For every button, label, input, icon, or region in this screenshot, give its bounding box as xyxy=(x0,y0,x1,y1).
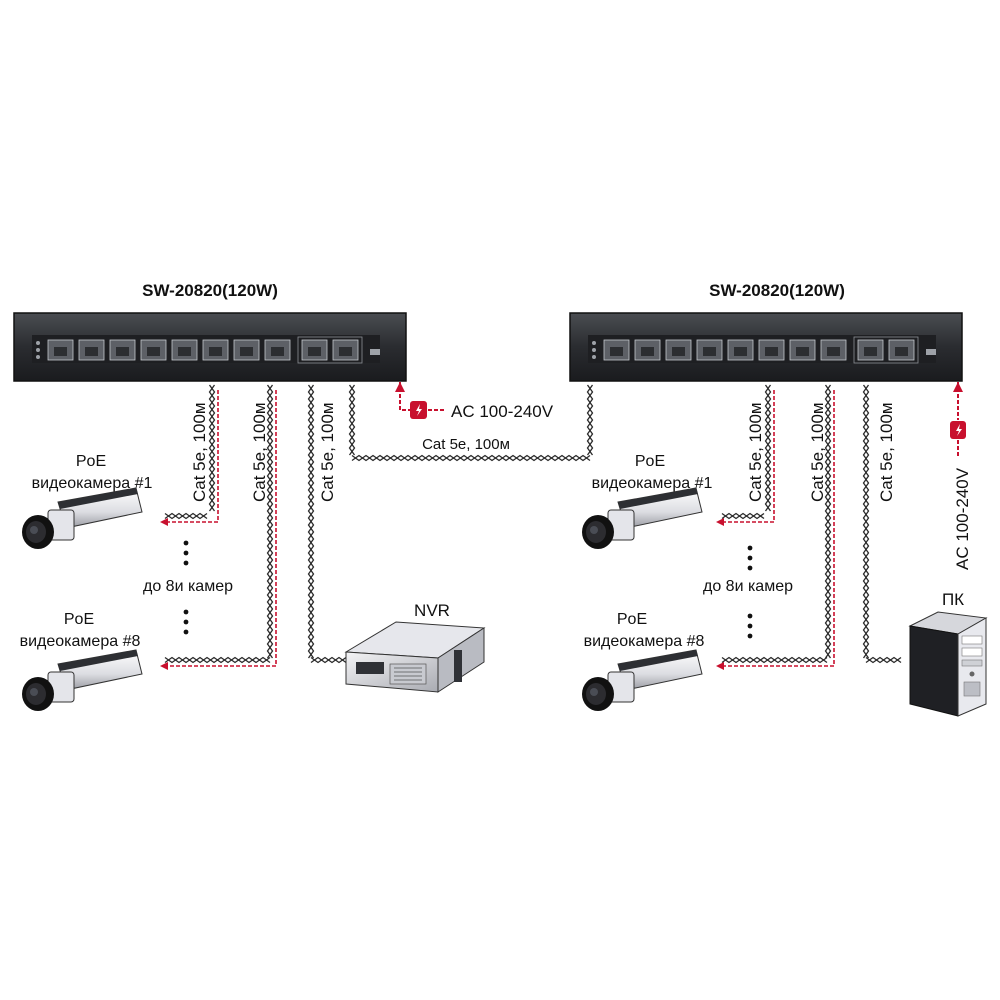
right-cable-pc xyxy=(862,384,870,659)
right-cable-cam1-horizontal xyxy=(721,512,765,520)
right-cable-cam8 xyxy=(824,384,832,659)
right-cable-pc-label: Cat 5e, 100м xyxy=(877,402,896,502)
left-cable-cam1 xyxy=(208,384,216,512)
nvr-rack-icon xyxy=(344,621,486,693)
left-cable-nvr-label: Cat 5e, 100м xyxy=(318,402,337,502)
left-camera1-cctv-camera-icon xyxy=(21,487,143,550)
left-ellipsis-dots xyxy=(183,540,189,635)
right-ellipsis-dots xyxy=(747,545,753,639)
left-cable-cam8 xyxy=(266,384,274,659)
right-camera8-label-line2: видеокамера #8 xyxy=(584,633,705,650)
right-cable-cam8-label: Cat 5e, 100м xyxy=(808,402,827,502)
right-cable-cam1-label: Cat 5e, 100м xyxy=(746,402,765,502)
left-up-to-label: до 8и камер xyxy=(143,578,233,595)
left-camera8-cctv-camera-icon xyxy=(21,649,143,712)
left-poe-arrow-cam8 xyxy=(160,662,168,670)
uplink-right-vertical xyxy=(586,384,594,456)
left-cable-cam8-horizontal xyxy=(164,656,271,664)
nvr-label: NVR xyxy=(414,601,450,620)
left-cable-cam8-label: Cat 5e, 100м xyxy=(250,402,269,502)
pc-tower-icon xyxy=(908,611,988,717)
right-power-arrow xyxy=(953,382,963,456)
left-switch-icon xyxy=(13,312,407,382)
right-poe-line-cam8 xyxy=(722,390,835,667)
left-power-arrow xyxy=(395,382,444,411)
right-power-plug-icon xyxy=(950,421,966,439)
right-poe-line-cam1 xyxy=(722,390,775,523)
right-poe-arrow-cam1 xyxy=(716,518,724,526)
left-switch-title: SW-20820(120W) xyxy=(142,281,278,300)
right-poe-arrow-cam8 xyxy=(716,662,724,670)
uplink-label: Cat 5e, 100м xyxy=(422,436,510,453)
right-switch-title: SW-20820(120W) xyxy=(709,281,845,300)
right-camera1-label-line1: PoE xyxy=(635,453,665,470)
right-camera8-cctv-camera-icon xyxy=(581,649,703,712)
right-power-label: AC 100-240V xyxy=(953,467,972,570)
left-power-plug-icon xyxy=(410,401,427,419)
left-cable-cam1-horizontal xyxy=(164,512,208,520)
right-camera1-label-line2: видеокамера #1 xyxy=(592,475,713,492)
left-camera1-label-line2: видеокамера #1 xyxy=(32,475,153,492)
pc-label: ПК xyxy=(942,590,964,609)
left-camera1-label-line1: PoE xyxy=(76,453,106,470)
left-cable-nvr-horizontal xyxy=(310,656,347,664)
right-camera1-cctv-camera-icon xyxy=(581,487,703,550)
left-cable-nvr xyxy=(307,384,315,659)
uplink-left-vertical xyxy=(348,384,356,456)
left-cable-cam1-label: Cat 5e, 100м xyxy=(190,402,209,502)
right-camera8-label-line1: PoE xyxy=(617,611,647,628)
cables xyxy=(160,384,902,670)
right-cable-cam8-horizontal xyxy=(721,656,828,664)
right-cable-cam1 xyxy=(764,384,772,512)
left-poe-line-cam1 xyxy=(166,390,219,523)
left-camera8-label-line2: видеокамера #8 xyxy=(20,633,141,650)
right-up-to-label: до 8и камер xyxy=(703,578,793,595)
left-camera8-label-line1: PoE xyxy=(64,611,94,628)
left-poe-arrow-cam1 xyxy=(160,518,168,526)
right-cable-pc-horizontal xyxy=(865,656,902,664)
right-switch-icon xyxy=(569,312,963,382)
uplink-horizontal xyxy=(351,454,591,462)
left-power-label: AC 100-240V xyxy=(451,402,554,421)
left-poe-line-cam8 xyxy=(166,390,277,667)
